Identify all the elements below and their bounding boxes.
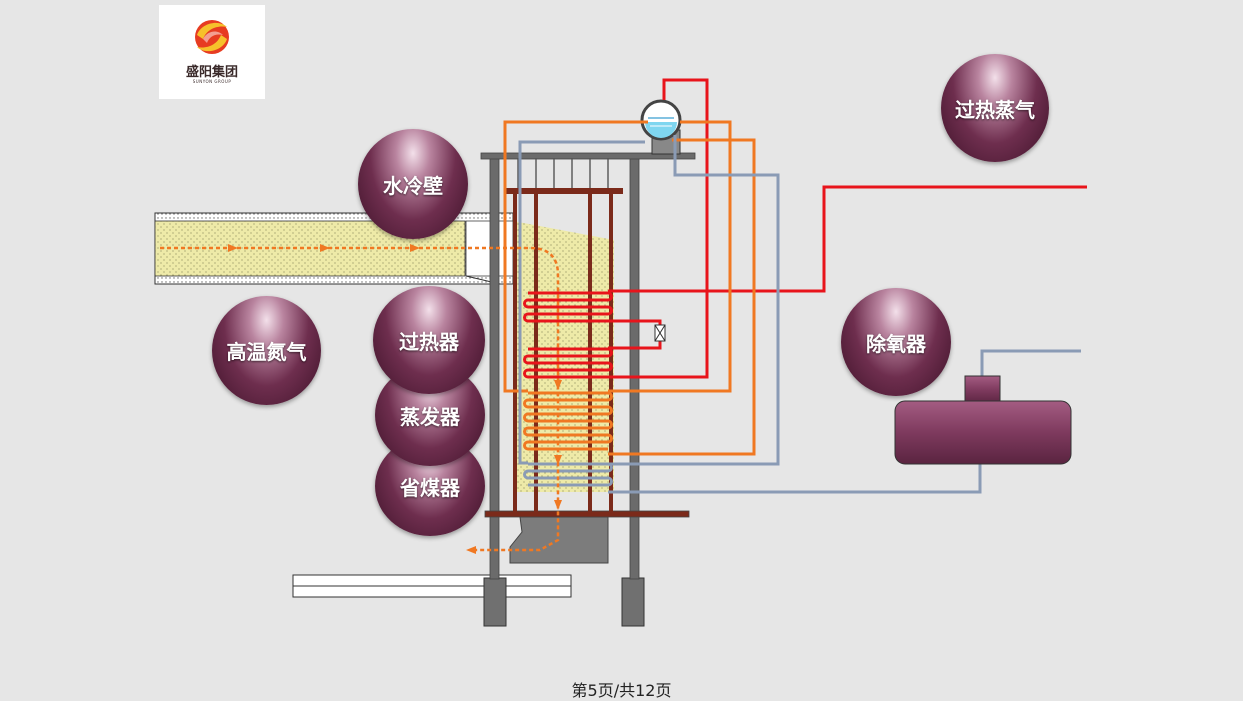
arrow-heads [228,244,562,554]
feed-water-return [608,462,982,494]
hot-water-line-right [608,120,732,393]
feed-water-line-right [608,135,780,466]
support-foot-right [621,577,645,627]
high-temp-nitrogen-text: 高温氮气 [226,340,307,364]
economizer-text: 省煤器 [400,475,460,500]
label-superheated-steam: 过热蒸气 [941,54,1049,162]
support-foot-left [483,577,507,627]
valve-icon [654,324,666,342]
label-water-wall: 水冷壁 [358,129,468,239]
deaerator-text: 除氧器 [866,331,926,356]
label-deaerator: 除氧器 [841,288,951,396]
label-high-temp-nitrogen: 高温氮气 [212,296,321,405]
evaporator-text: 蒸发器 [400,404,460,429]
steam-outlet-line [608,185,1087,293]
hot-water-line-far [608,138,756,456]
logo-subtext: SUNYON GROUP [192,79,232,84]
deaerator-inlet [980,349,1081,376]
flue-gas-flow-arrows [160,246,560,552]
evaporator-coil [523,391,613,451]
inlet-duct [154,212,514,285]
deaerator-tank [894,375,1072,465]
steel-frame [480,152,696,580]
superheated-steam-text: 过热蒸气 [955,97,1035,122]
hot-water-line-outer [503,120,648,393]
water-wall-text: 水冷壁 [383,173,443,198]
steam-line-upper [608,78,709,379]
company-logo: 盛阳集团 SUNYON GROUP [159,5,265,99]
superheater-text: 过热器 [399,329,459,354]
economizer-coil [523,462,613,487]
label-superheater: 过热器 [373,286,485,394]
page-footer: 第5页/共12页 [571,681,672,700]
logo-emblem-icon [195,20,229,54]
hanger-rods [517,158,609,188]
logo-text: 盛阳集团 [185,65,238,80]
superheater-coil-lower [523,347,613,379]
superheater-coil-upper [523,291,613,323]
feed-water-line-left [518,140,645,465]
